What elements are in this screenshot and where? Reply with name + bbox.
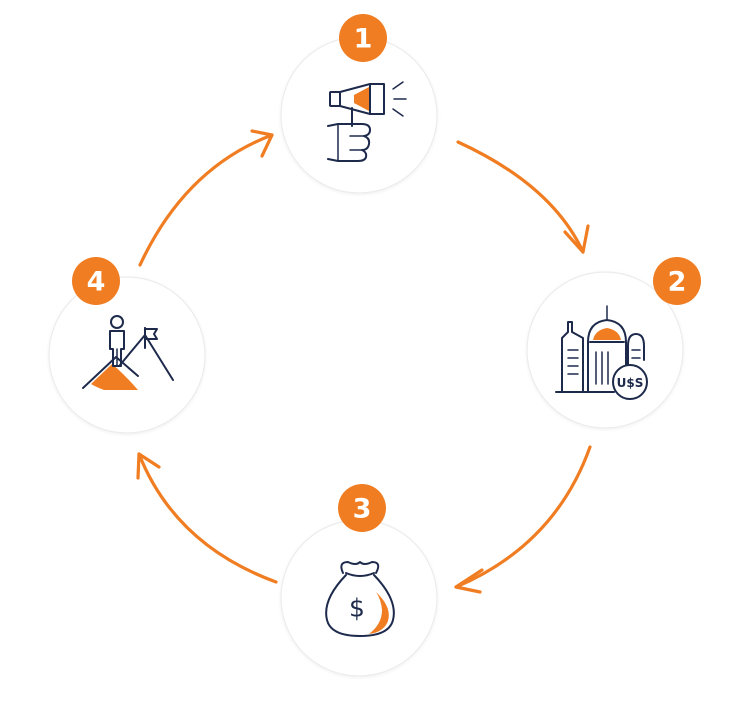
step-4-circle bbox=[48, 276, 206, 434]
arrow-1-to-2 bbox=[456, 140, 590, 254]
step-4-number: 4 bbox=[87, 267, 106, 298]
step-1-number: 1 bbox=[354, 24, 373, 55]
step-2: U$S 2 bbox=[526, 257, 701, 429]
dollar-sign: $ bbox=[349, 594, 365, 623]
step-2-badge bbox=[653, 257, 701, 305]
step-1-badge bbox=[339, 14, 387, 62]
arrow-4-to-1 bbox=[138, 129, 274, 267]
step-3: $ 3 bbox=[280, 484, 438, 677]
currency-label: U$S bbox=[617, 376, 644, 390]
megaphone-icon bbox=[327, 81, 407, 162]
arrow-3-to-4 bbox=[136, 452, 278, 584]
arrow-2-to-3 bbox=[454, 445, 592, 594]
step-4: 4 bbox=[48, 257, 206, 434]
step-3-badge bbox=[338, 484, 386, 532]
money-bag-icon: $ bbox=[325, 561, 395, 637]
summit-flag-icon bbox=[82, 315, 174, 390]
step-2-number: 2 bbox=[668, 267, 687, 298]
step-4-badge bbox=[72, 257, 120, 305]
step-1: 1 bbox=[280, 14, 438, 194]
city-dollar-icon: U$S bbox=[555, 305, 648, 400]
step-3-number: 3 bbox=[353, 494, 372, 525]
